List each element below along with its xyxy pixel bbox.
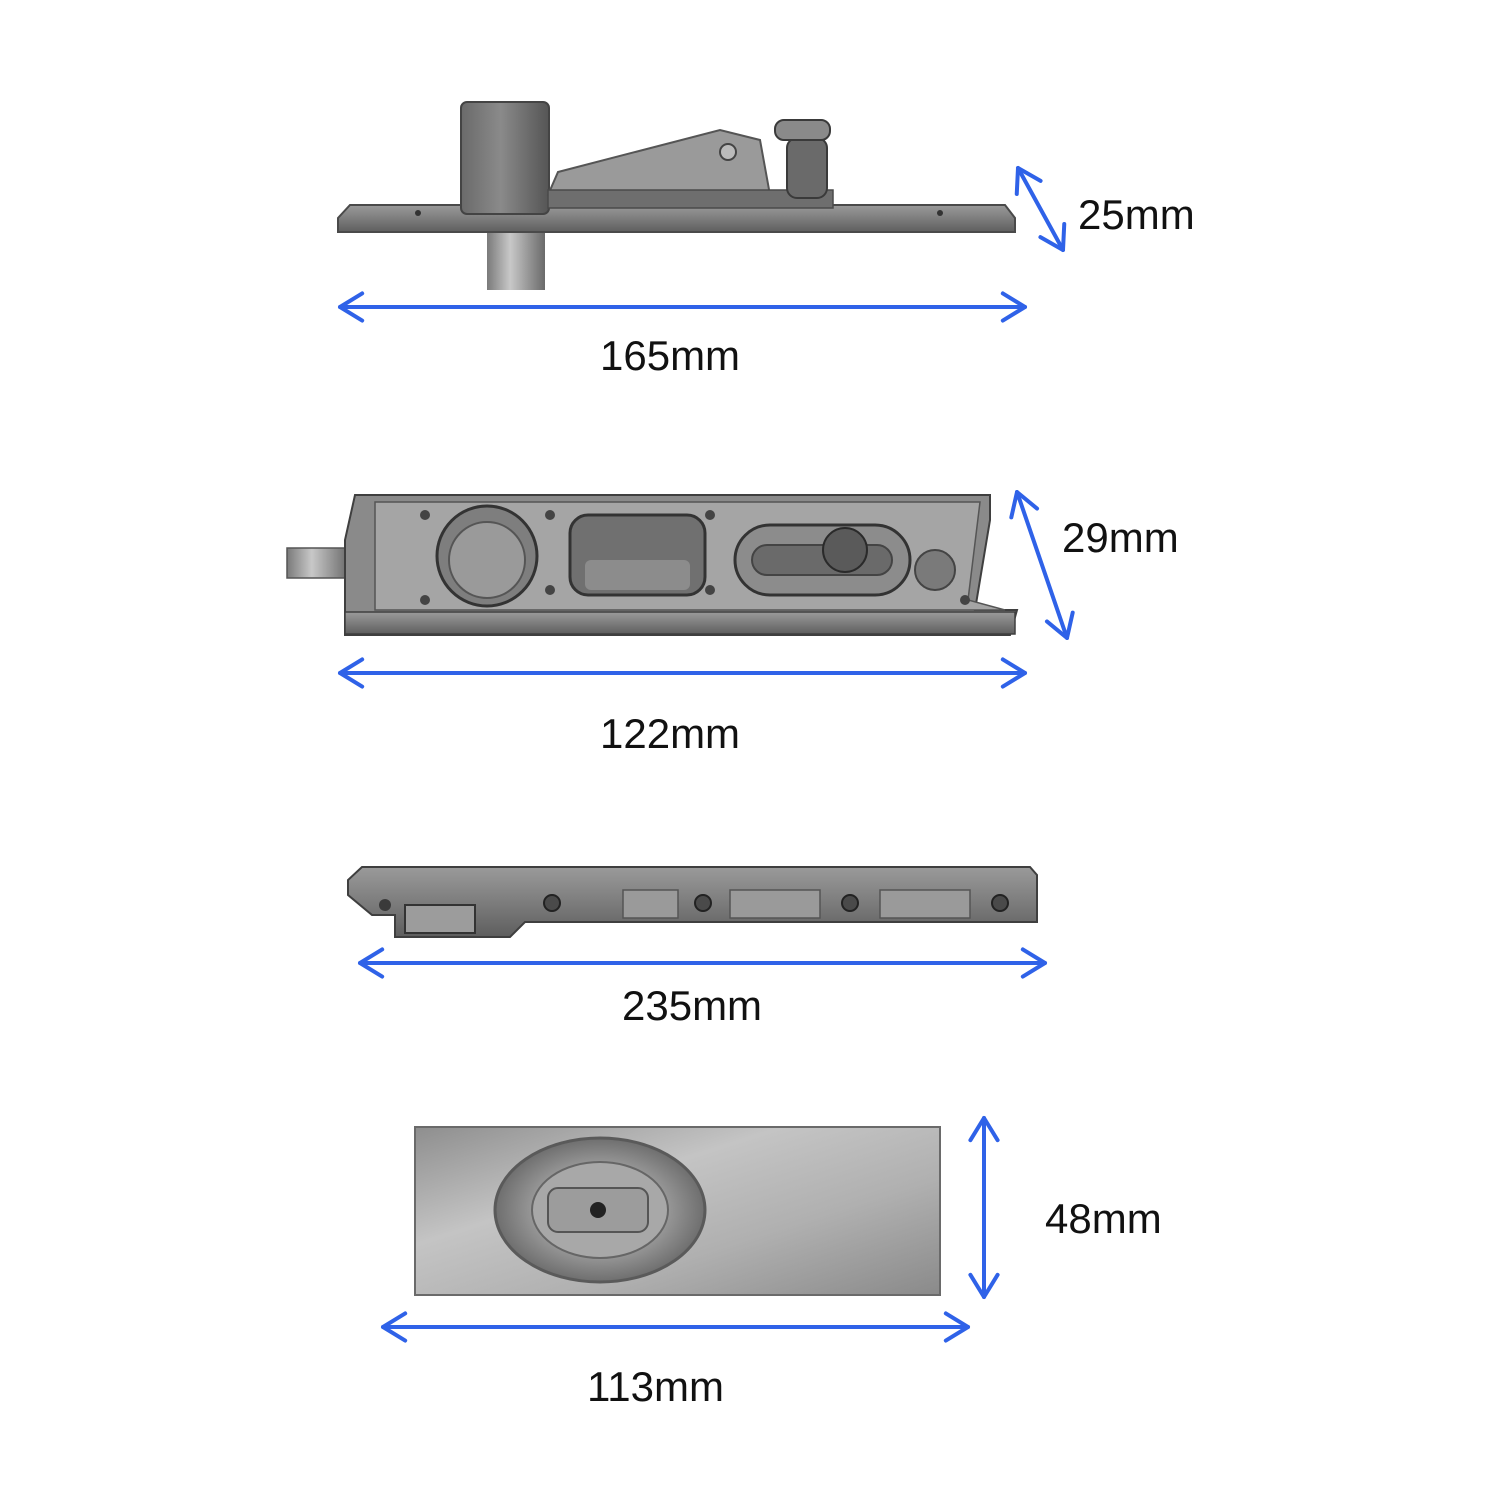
arrow-head (1014, 166, 1043, 196)
arrow-head (1009, 490, 1040, 520)
box-screw-hole (705, 510, 715, 520)
strap-screw-hole (841, 894, 859, 912)
door-strap-arm-length-label: 235mm (622, 982, 763, 1029)
bottom-pivot-box-height-arrow (1009, 490, 1075, 640)
top-pivot-arm (546, 128, 772, 196)
strap-recess (622, 889, 679, 919)
door-strap-arm-part (347, 866, 1038, 938)
arrow-head (338, 291, 365, 323)
cover-plate-height-arrow (968, 1116, 1000, 1299)
arrow-head (943, 1311, 970, 1343)
cover-plate-length-label: 113mm (587, 1363, 724, 1410)
arrow-head (358, 947, 385, 979)
top-pivot-pin (487, 225, 545, 290)
box-stud (286, 547, 350, 579)
strap-screw-hole (991, 894, 1009, 912)
box-bottom-rail (344, 611, 1016, 635)
box-rect-pocket-floor (585, 560, 690, 590)
arrow-shaft (1016, 166, 1065, 252)
box-end-hole (914, 549, 956, 591)
cover-plate-part (414, 1126, 941, 1296)
top-pivot-base-plate (337, 204, 1016, 233)
strap-screw-hole (694, 894, 712, 912)
cover-plate-length-arrow (381, 1311, 970, 1343)
top-pivot-carriage (547, 189, 834, 209)
box-slot-inner (751, 544, 893, 576)
top-pivot-screw-hole (415, 210, 421, 216)
top-pivot-roller-cap (774, 119, 831, 141)
arrow-head (1000, 657, 1027, 689)
box-screw-hole (420, 595, 430, 605)
dimension-arrows (338, 166, 1075, 1343)
strap-recess (879, 889, 971, 919)
bottom-pivot-box-part (286, 494, 1019, 636)
arrow-head (1000, 291, 1027, 323)
arrow-shaft (1015, 490, 1069, 640)
top-pivot-length-arrow (338, 291, 1027, 323)
arrow-head (381, 1311, 408, 1343)
top-pivot-cylinder (460, 101, 550, 215)
box-screw-hole (420, 510, 430, 520)
strap-body (347, 866, 1038, 938)
top-pivot-height-label: 25mm (1078, 191, 1195, 238)
strap-screw-hole (379, 899, 391, 911)
top-pivot-part (337, 101, 1016, 290)
bottom-pivot-box-height-label: 29mm (1062, 514, 1179, 561)
bottom-pivot-box-length-label: 122mm (600, 710, 741, 757)
top-pivot-roller (786, 137, 828, 199)
arrow-head (1038, 222, 1067, 252)
top-pivot-length-label: 165mm (600, 332, 741, 379)
bottom-pivot-box-length-arrow (338, 657, 1027, 689)
cover-plate-spindle-hole (590, 1202, 606, 1218)
strap-screw-hole (543, 894, 561, 912)
cover-plate-height-label: 48mm (1045, 1195, 1162, 1242)
box-screw-hole (960, 595, 970, 605)
top-pivot-height-arrow (1014, 166, 1067, 252)
box-screw-hole (705, 585, 715, 595)
arrow-head (968, 1272, 1000, 1299)
door-strap-arm-length-arrow (358, 947, 1047, 979)
box-adjuster-screw (822, 527, 868, 573)
arrow-head (1020, 947, 1047, 979)
box-screw-hole (545, 510, 555, 520)
box-round-socket-inner (448, 521, 526, 599)
top-pivot-screw-hole (937, 210, 943, 216)
arrow-head (338, 657, 365, 689)
box-screw-hole (545, 585, 555, 595)
arrow-head (968, 1116, 1000, 1143)
strap-square-socket (404, 904, 476, 934)
top-pivot-hinge-bolt (719, 143, 737, 161)
arrow-head (1044, 610, 1075, 640)
strap-recess (729, 889, 821, 919)
